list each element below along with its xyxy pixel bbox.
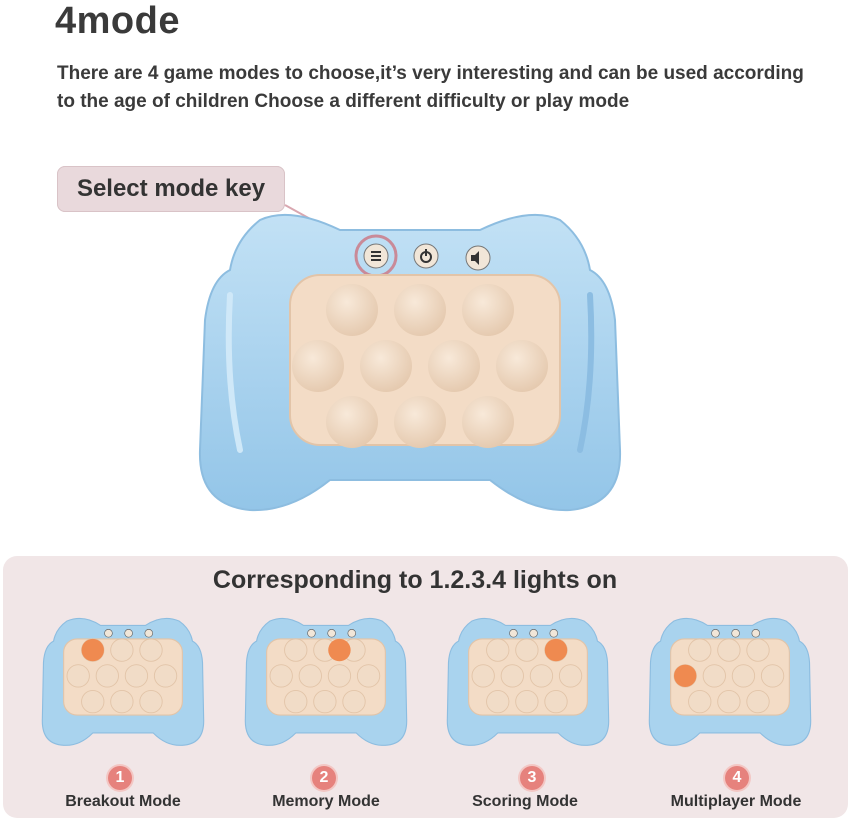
mode-2-label: Memory Mode [272, 793, 380, 810]
pop-button [500, 664, 524, 688]
pop-button [139, 638, 163, 662]
mode-button-icon [711, 629, 720, 638]
mode-button-icon [307, 629, 316, 638]
pop-button [486, 689, 510, 714]
mode-3-number: 3 [520, 766, 544, 790]
pop-button [327, 664, 352, 688]
pop-button [269, 664, 293, 688]
pop-button [702, 664, 726, 688]
pop-button [746, 689, 770, 714]
pop-button [284, 689, 308, 714]
sound-button-icon [347, 629, 357, 638]
mode-device-1 [38, 612, 208, 752]
callout-label: Select mode key [76, 175, 266, 202]
pop-button [124, 664, 149, 688]
pop-button [746, 638, 770, 662]
pop-button [313, 689, 337, 714]
mode-4-label: Multiplayer Mode [670, 793, 802, 810]
power-button-icon [124, 629, 133, 638]
mode-device-3 [443, 612, 613, 752]
mode-button-icon [509, 629, 518, 638]
pop-button [515, 638, 539, 662]
description-text: There are 4 game modes to choose,it’s ve… [57, 63, 804, 112]
mode-1-label: Breakout Mode [65, 793, 181, 810]
pop-button [760, 664, 785, 688]
lit-button [674, 664, 697, 688]
mode-device-2 [241, 612, 411, 752]
select-mode-callout: Select mode key [57, 166, 285, 212]
pop-button [515, 689, 539, 714]
pop-button [717, 689, 741, 714]
pop-button [558, 664, 583, 688]
mode-device-4-graphic [648, 617, 812, 746]
sound-button-icon [144, 629, 154, 638]
mode-2-number: 2 [312, 766, 336, 790]
mode-1-number: 1 [108, 766, 132, 790]
pop-button [486, 638, 510, 662]
pop-button [298, 664, 322, 688]
pop-button [471, 664, 495, 688]
hero-device [198, 213, 622, 512]
pop-buttons [292, 284, 548, 448]
mode-device-3-graphic [446, 617, 610, 746]
pop-button [81, 689, 105, 714]
pop-button [529, 664, 554, 688]
mode-button-icon [104, 629, 113, 638]
pop-button [95, 664, 119, 688]
lit-button [81, 638, 104, 662]
power-button-icon [529, 629, 538, 638]
pop-button [717, 638, 741, 662]
pop-button [356, 664, 381, 688]
lit-button [328, 638, 351, 662]
mode-3-label: Scoring Mode [472, 793, 578, 810]
pop-button [66, 664, 90, 688]
lit-button [544, 638, 568, 662]
pop-button [110, 638, 134, 662]
pop-button [731, 664, 756, 688]
power-button-icon [327, 629, 336, 638]
pop-button [139, 689, 163, 714]
pop-button [110, 689, 134, 714]
sound-button-icon [549, 629, 559, 638]
mode-4-number: 4 [725, 766, 749, 790]
panel-title: Corresponding to 1.2.3.4 lights on [212, 566, 618, 594]
pop-button [688, 638, 712, 662]
power-button-icon [731, 629, 740, 638]
mode-device-1-graphic [41, 617, 205, 746]
pop-button [342, 689, 366, 714]
page-title: 4mode [55, 0, 180, 42]
mode-device-4 [645, 612, 815, 752]
pop-button [153, 664, 178, 688]
sound-button-icon [751, 629, 761, 638]
pop-button [544, 689, 568, 714]
pop-button [284, 638, 308, 662]
mode-device-2-graphic [244, 617, 408, 746]
pop-button [688, 689, 712, 714]
